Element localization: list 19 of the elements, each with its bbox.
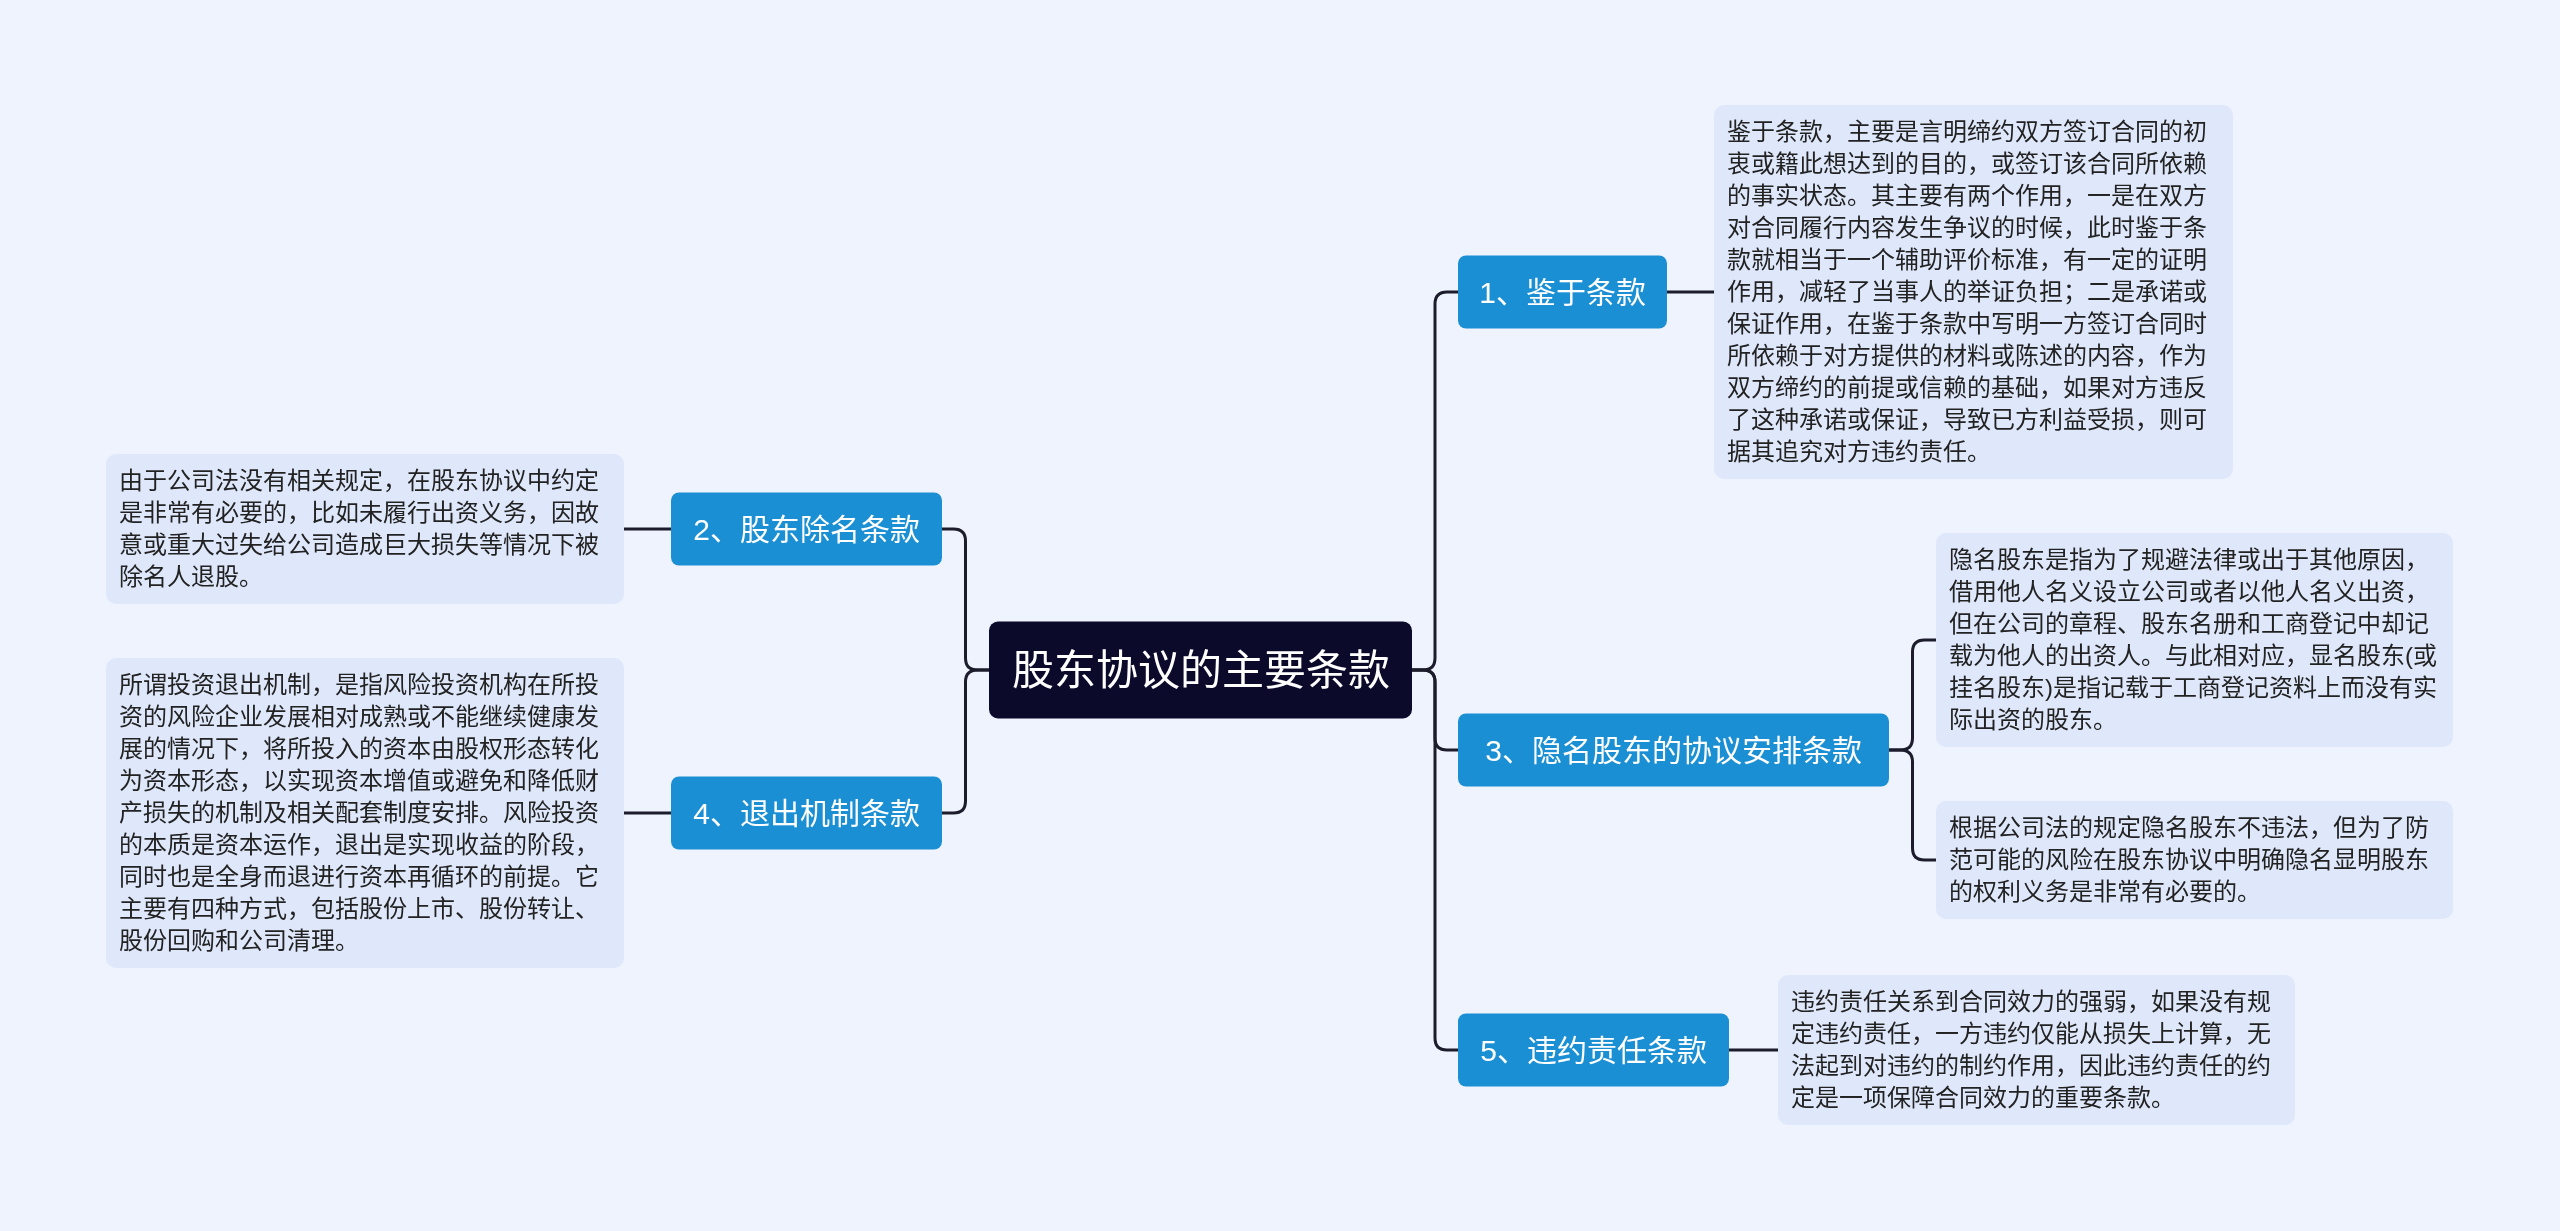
note-box: 由于公司法没有相关规定，在股东协议中约定是非常有必要的，比如未履行出资义务，因故意或重大过失给公司造成巨大损失等情况下被除名人退股。 — [106, 454, 624, 604]
connector-line — [942, 668, 989, 815]
note-box: 隐名股东是指为了规避法律或出于其他原因，借用他人名义设立公司或者以他人名义出资，但在公司的章程、股东名册和工商登记中却记载为他人的出资人。与此相对应，显名股东(或挂名股东)是指记载于工商登记资料上而没有实际出资的股东。 — [1936, 533, 2453, 747]
connector-line — [624, 527, 671, 531]
topic-box: 4、退出机制条款 — [671, 776, 942, 850]
connector-line — [1412, 668, 1458, 1052]
note-box: 根据公司法的规定隐名股东不违法，但为了防范可能的风险在股东协议中明确隐名显明股东的权利义务是非常有必要的。 — [1936, 801, 2453, 919]
topic-box: 3、隐名股东的协议安排条款 — [1458, 713, 1889, 787]
connector-line — [1729, 1048, 1778, 1052]
connector-line — [1667, 290, 1714, 294]
topic-box: 1、鉴于条款 — [1458, 255, 1667, 329]
note-box: 违约责任关系到合同效力的强弱，如果没有规定违约责任，一方违约仅能从损失上计算，无法起到对违约的制约作用，因此违约责任的约定是一项保障合同效力的重要条款。 — [1778, 975, 2295, 1125]
central-topic-box: 股东协议的主要条款 — [989, 621, 1412, 719]
note-box: 所谓投资退出机制，是指风险投资机构在所投资的风险企业发展相对成熟或不能继续健康发展的情况下，将所投入的资本由股权形态转化为资本形态，以实现资本增值或避免和降低财产损失的机制及相关配套制度安排。风险投资的本质是资本运作，退出是实现收益的阶段，同时也是全身而退进行资本再循环的前提。它主要有四种方式，包括股份上市、股份转让、股份回购和公司清理。 — [106, 658, 624, 968]
note-box: 鉴于条款，主要是言明缔约双方签订合同的初衷或籍此想达到的目的，或签订该合同所依赖的事实状态。其主要有两个作用，一是在双方对合同履行内容发生争议的时候，此时鉴于条款就相当于一个辅助评价标准，有一定的证明作用，减轻了当事人的举证负担；二是承诺或保证作用，在鉴于条款中写明一方签订合同时所依赖于对方提供的材料或陈述的内容，作为双方缔约的前提或信赖的基础，如果对方违反了这种承诺或保证，导致已方利益受损，则可据其追究对方违约责任。 — [1714, 105, 2233, 479]
topic-box: 2、股东除名条款 — [671, 492, 942, 566]
connector-line — [624, 811, 671, 815]
connector-line — [1889, 748, 1936, 862]
topic-box: 5、违约责任条款 — [1458, 1013, 1729, 1087]
